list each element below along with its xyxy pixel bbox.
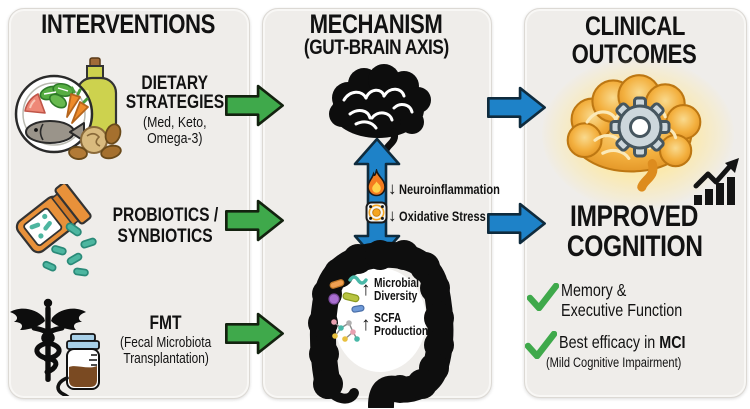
gut-icon	[294, 226, 466, 408]
probiotics-bottle-icon	[10, 184, 110, 280]
flame-icon	[364, 169, 389, 197]
brain-icon	[320, 60, 440, 152]
scfa-production-label: ↑ SCFA Production	[361, 311, 428, 339]
checkmark-icon	[527, 283, 559, 311]
mechanism-subtitle: (GUT-BRAIN AXIS)	[303, 36, 449, 59]
up-arrow-icon: ↑	[361, 314, 371, 336]
mci-efficacy-item: Best efficacy in MCI	[559, 332, 686, 352]
memory-executive-function-item: Memory & Executive Function	[561, 280, 683, 320]
glowing-brain-gear-icon	[556, 70, 712, 196]
flow-arrow-probiotics	[225, 199, 285, 242]
flow-arrow-brain-outcome	[486, 86, 548, 129]
mechanism-title: MECHANISM	[309, 9, 443, 39]
flow-arrow-cognition-outcome	[486, 202, 548, 245]
growth-chart-icon	[692, 157, 742, 207]
microbial-diversity-label: ↑ Microbial Diversity	[361, 276, 419, 304]
flow-arrow-fmt	[225, 312, 285, 355]
mci-subtext: (Mild Cognitive Impairment)	[546, 355, 682, 370]
gut-bacteria	[328, 275, 368, 313]
dietary-strategies-label: DIETARY STRATEGIES (Med, Keto, Omega-3)	[125, 73, 225, 148]
caduceus-infusion-icon	[8, 296, 108, 396]
up-arrow-icon: ↑	[361, 279, 371, 301]
flow-arrow-dietary	[225, 84, 285, 127]
fmt-label: FMT (Fecal Microbiota Transplantation)	[120, 313, 212, 367]
down-arrow-icon: ↓	[388, 206, 397, 225]
checkmark-icon	[525, 331, 557, 359]
probiotics-label: PROBIOTICS / SYNBIOTICS	[112, 205, 218, 247]
improved-cognition-heading: IMPROVED COGNITION	[566, 200, 703, 263]
healthy-food-icon	[14, 50, 126, 162]
free-radical-icon	[365, 201, 388, 224]
outcomes-title: CLINICAL OUTCOMES	[572, 11, 697, 69]
scfa-molecules	[331, 319, 360, 342]
neuroinflammation-label: ↓ Neuroinflammation	[388, 179, 500, 198]
gear-icon	[609, 96, 671, 158]
interventions-title: INTERVENTIONS	[41, 9, 215, 39]
down-arrow-icon: ↓	[388, 179, 397, 198]
oxidative-stress-label: ↓ Oxidative Stress	[388, 206, 486, 225]
